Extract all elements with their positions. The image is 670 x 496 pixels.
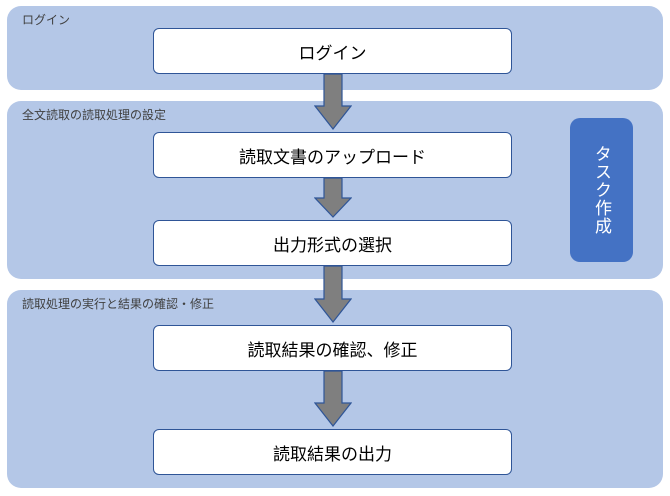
flow-arrow-down-icon bbox=[314, 371, 352, 427]
step-output-results: 読取結果の出力 bbox=[153, 429, 512, 475]
step-confirm-and-correct: 読取結果の確認、修正 bbox=[153, 325, 512, 371]
step-login: ログイン bbox=[153, 28, 512, 74]
flow-arrow-down-icon bbox=[314, 266, 352, 323]
task-creation-label: タスク作成 bbox=[591, 145, 611, 235]
step-select-output-format: 出力形式の選択 bbox=[153, 220, 512, 266]
flow-arrow-down-icon bbox=[314, 74, 352, 130]
task-creation-box: タスク作成 bbox=[570, 118, 633, 262]
flow-arrow-down-icon bbox=[314, 178, 352, 218]
step-upload-document: 読取文書のアップロード bbox=[153, 132, 512, 178]
section-login-label: ログイン bbox=[22, 13, 71, 27]
section-execution-and-review-label: 読取処理の実行と結果の確認・修正 bbox=[22, 297, 215, 311]
section-read-settings-label: 全文読取の読取処理の設定 bbox=[22, 108, 167, 122]
